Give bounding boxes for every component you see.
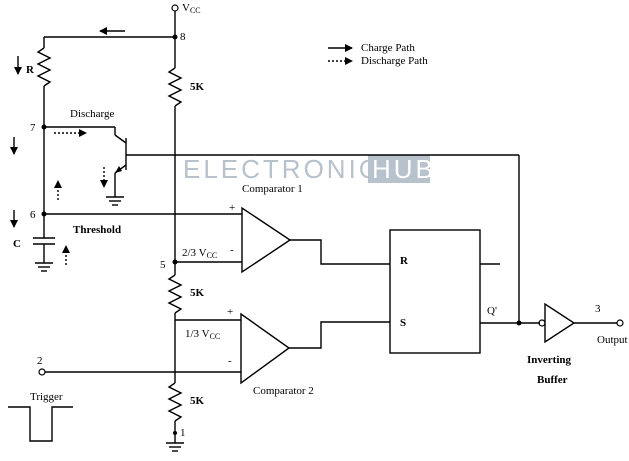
comparator-2 [240, 312, 291, 385]
legend-charge-label: Charge Path [361, 42, 415, 54]
inverting-buffer [538, 302, 576, 344]
resistor-top-label: 5K [190, 81, 205, 93]
vcc-terminal: VCC [171, 2, 201, 15]
comp1-minus: - [230, 244, 234, 256]
comp2-plus: + [227, 306, 233, 318]
resistor-mid-label: 5K [190, 287, 205, 299]
output-label: Output [597, 334, 628, 346]
pin-2-terminal [38, 368, 46, 376]
ground-icon-cap [35, 260, 53, 272]
ff-s-label: S [400, 317, 406, 329]
resistor-bot-label: 5K [190, 395, 205, 407]
pin-1-label: 1 [180, 427, 186, 439]
pin-3-label: 3 [595, 303, 601, 315]
comparator-2-label: Comparator 2 [253, 385, 314, 397]
watermark-box [368, 155, 430, 183]
discharge-label: Discharge [70, 108, 115, 120]
resistor-ext [36, 47, 52, 87]
pin-3-terminal [616, 319, 624, 327]
capacitor [33, 237, 55, 260]
pin-6-label: 6 [30, 209, 36, 221]
ground-icon-transistor [106, 194, 124, 206]
legend-discharge-label: Discharge Path [361, 55, 428, 67]
frac-13-label: 1/3 VCC [185, 328, 220, 341]
frac-23-label: 2/3 VCC [182, 247, 217, 260]
ground-icon-main [166, 442, 184, 452]
watermark: ELECTRONICS HUB [183, 154, 436, 184]
pin-8-label: 8 [180, 31, 186, 43]
comp2-minus: - [228, 355, 232, 367]
comp2-output-wire [289, 321, 390, 349]
trigger-label: Trigger [30, 391, 63, 403]
pin-5-label: 5 [160, 259, 166, 271]
pin-7-label: 7 [30, 122, 36, 134]
vcc-label: VCC [182, 2, 201, 15]
resistor-ext-label: R [26, 64, 35, 76]
trigger-pulse [8, 406, 73, 442]
resistor-mid [167, 274, 183, 314]
watermark-text: ELECTRONICS [183, 154, 401, 184]
legend: Charge Path Discharge Path [328, 42, 428, 67]
capacitor-label: C [13, 238, 21, 250]
buffer-label: Buffer [537, 374, 568, 386]
pin-2-label: 2 [37, 355, 43, 367]
ff-r-label: R [400, 255, 409, 267]
resistor-top [167, 67, 183, 107]
comp1-plus: + [229, 202, 235, 214]
inverting-label: Inverting [527, 354, 572, 366]
threshold-label: Threshold [73, 224, 121, 236]
discharge-transistor [114, 127, 519, 194]
comparator-1 [241, 206, 292, 274]
watermark-box-text: HUB [372, 154, 436, 184]
comparator-1-label: Comparator 1 [242, 183, 303, 195]
node-pin1 [173, 431, 177, 435]
resistor-bot [167, 382, 183, 422]
qbar-label: Q' [487, 305, 497, 317]
comp1-output-wire [290, 239, 390, 265]
flip-flop [389, 229, 481, 354]
